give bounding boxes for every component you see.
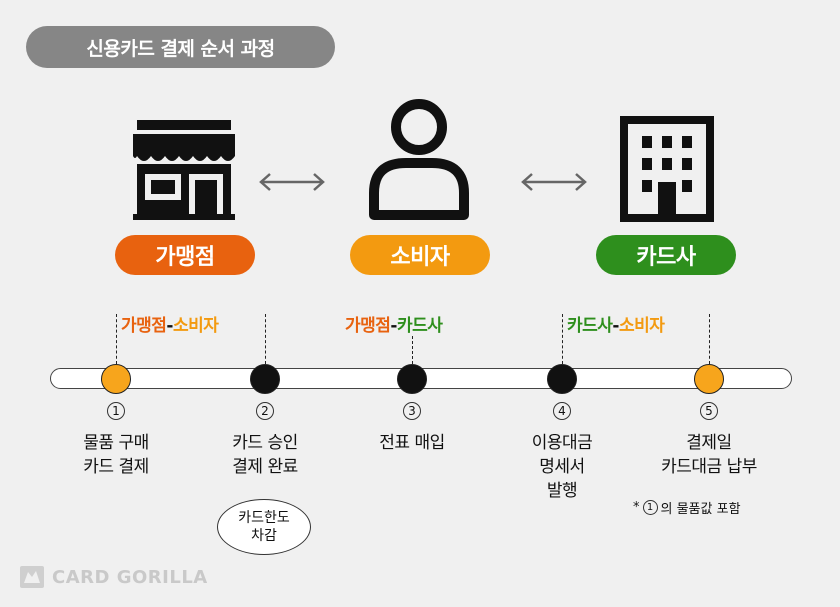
- role-store-badge: 가맹점: [115, 235, 255, 275]
- gorilla-logo-icon: [20, 566, 44, 588]
- connector-line: [562, 314, 563, 364]
- pair-label-2: 가맹점-카드사: [345, 311, 443, 336]
- connector-line: [116, 314, 117, 364]
- speech-bubble: 카드한도 차감: [217, 499, 311, 555]
- double-arrow-icon: [259, 173, 325, 191]
- step-4-dot: [547, 364, 577, 394]
- brand-name: CARD GORILLA: [52, 566, 208, 588]
- pair-separator: -: [612, 316, 619, 336]
- pair-separator: -: [166, 316, 173, 336]
- connector-line: [709, 314, 710, 364]
- connector-line: [265, 314, 266, 364]
- step-1-dot: [101, 364, 131, 394]
- pair-label-3: 카드사-소비자: [567, 311, 665, 336]
- store-icon: [133, 120, 235, 220]
- role-consumer-label: 소비자: [390, 245, 450, 270]
- role-consumer-badge: 소비자: [350, 235, 490, 275]
- step-2-dot: [250, 364, 280, 394]
- role-cardco-label: 카드사: [636, 245, 696, 270]
- footnote-number: 1: [642, 500, 658, 515]
- footnote: * 1 ① 의 물품값 포함: [633, 498, 741, 517]
- pair-left-text: 가맹점: [345, 316, 391, 336]
- step-4-text: 이용대금 명세서 발행: [531, 433, 593, 501]
- brand-logo: CARD GORILLA: [20, 566, 208, 588]
- step-5-dot: [694, 364, 724, 394]
- page-title: 신용카드 결제 순서 과정: [26, 26, 335, 68]
- pair-right-text: 소비자: [172, 316, 219, 336]
- double-arrow-icon: [521, 173, 587, 191]
- pair-left-text: 카드사: [567, 316, 613, 336]
- pair-left-text: 가맹점: [121, 316, 167, 336]
- step-5-number: ⑤5: [700, 402, 718, 420]
- role-cardco-badge: 카드사: [596, 235, 736, 275]
- step-2-text: 카드 승인 결제 완료: [232, 433, 298, 477]
- step-4-number: ④4: [553, 402, 571, 420]
- step-1-number: ①1: [107, 402, 125, 420]
- pair-right-text: 소비자: [618, 316, 665, 336]
- step-3-text: 전표 매입: [379, 433, 445, 453]
- step-3-number: ③3: [403, 402, 421, 420]
- footnote-text: 의 물품값 포함: [660, 502, 741, 517]
- role-store-label: 가맹점: [155, 245, 215, 270]
- step-5-text: 결제일 카드대금 납부: [661, 433, 757, 477]
- pair-separator: -: [390, 316, 397, 336]
- connector-line: [412, 336, 413, 364]
- step-3-dot: [397, 364, 427, 394]
- footnote-star: *: [633, 500, 640, 515]
- building-icon: [620, 116, 714, 222]
- pair-right-text: 카드사: [396, 316, 443, 336]
- step-1-text: 물품 구매 카드 결제: [83, 433, 149, 477]
- step-2-number: ②2: [256, 402, 274, 420]
- pair-label-1: 가맹점-소비자: [121, 311, 219, 336]
- person-icon: [369, 99, 469, 220]
